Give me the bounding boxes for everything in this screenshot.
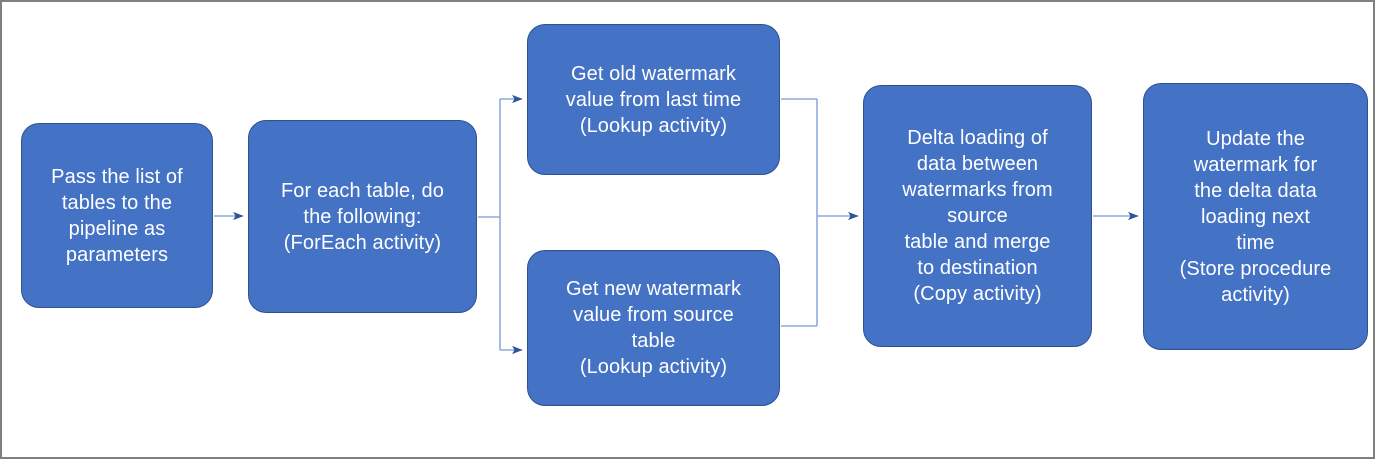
- connector-foreach-fork: [478, 94, 523, 355]
- node-get-new-watermark-label: Get new watermark value from source tabl…: [565, 278, 742, 378]
- node-get-old-watermark-label: Get old watermark value from last time (…: [565, 62, 742, 137]
- node-update-watermark-store-procedure-label: Update the watermark for the delta data …: [1179, 127, 1332, 306]
- node-pass-tables[interactable]: Pass the list of tables to the pipeline …: [21, 123, 213, 308]
- connector-merge-to-delta-loading: [781, 98, 859, 327]
- node-update-watermark-store-procedure[interactable]: Update the watermark for the delta data …: [1143, 83, 1368, 350]
- node-get-new-watermark[interactable]: Get new watermark value from source tabl…: [527, 250, 780, 406]
- node-foreach-activity[interactable]: For each table, do the following: (ForEa…: [248, 120, 477, 313]
- node-delta-loading-copy-activity-label: Delta loading of data between watermarks…: [902, 127, 1053, 305]
- node-delta-loading-copy-activity[interactable]: Delta loading of data between watermarks…: [863, 85, 1092, 347]
- node-foreach-activity-label: For each table, do the following: (ForEa…: [280, 179, 444, 254]
- node-get-old-watermark[interactable]: Get old watermark value from last time (…: [527, 24, 780, 175]
- node-pass-tables-label: Pass the list of tables to the pipeline …: [51, 165, 183, 266]
